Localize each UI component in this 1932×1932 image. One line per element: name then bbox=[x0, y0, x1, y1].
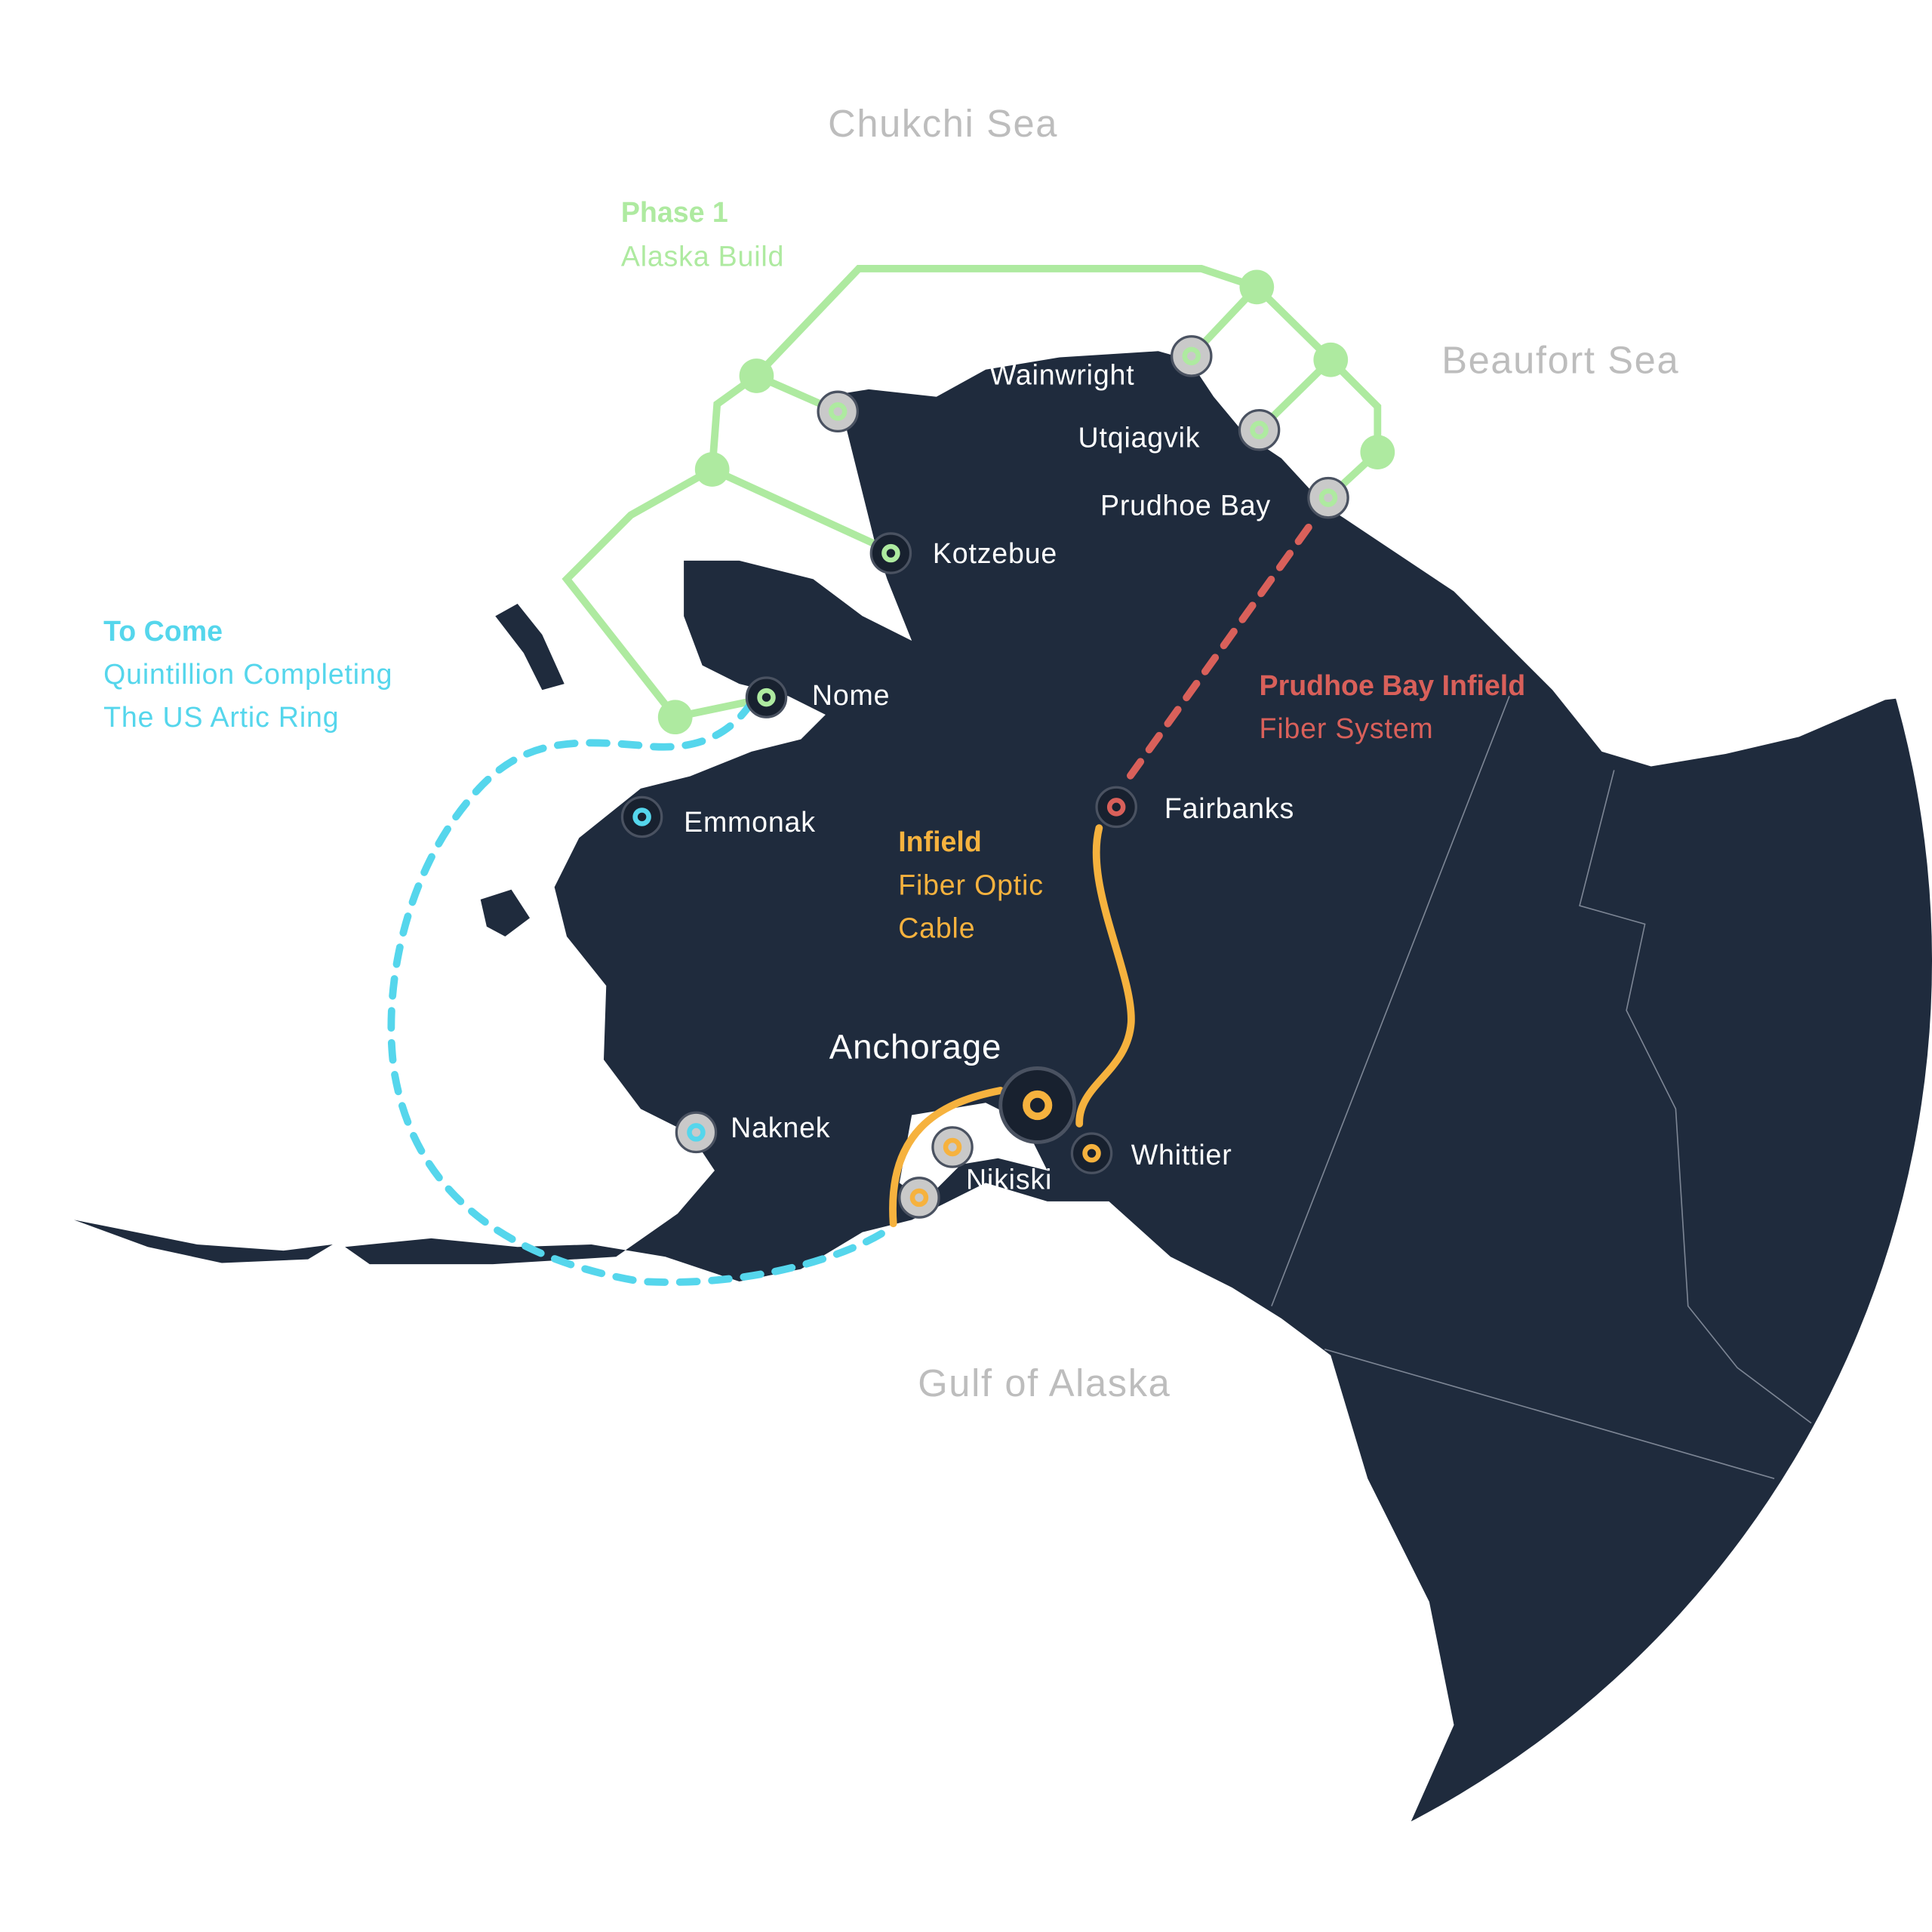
city-marker-anchorage[interactable] bbox=[998, 1066, 1077, 1144]
prudhoe-infield-route bbox=[1123, 523, 1312, 784]
legend-infield-line1: Fiber Optic bbox=[898, 869, 1044, 900]
city-label-nikiski: Nikiski bbox=[966, 1164, 1052, 1195]
city-label-wainwright: Wainwright bbox=[989, 358, 1134, 390]
city-marker-fairbanks[interactable] bbox=[1095, 786, 1137, 829]
city-marker-emmonak[interactable] bbox=[620, 795, 663, 838]
city-marker-kivalina[interactable] bbox=[817, 390, 859, 433]
sea-label-gulf: Gulf of Alaska bbox=[918, 1361, 1171, 1404]
city-label-fairbanks: Fairbanks bbox=[1164, 792, 1294, 824]
city-label-emmonak: Emmonak bbox=[684, 806, 816, 838]
city-label-anchorage: Anchorage bbox=[829, 1027, 1001, 1066]
legend-phase1: Phase 1 Alaska Build bbox=[621, 196, 784, 272]
city-marker-utqiagvik[interactable] bbox=[1238, 409, 1281, 451]
infield-route bbox=[889, 824, 1135, 1228]
city-label-utqiagvik: Utqiagvik bbox=[1078, 422, 1201, 454]
legend-to-come: To Come Quintillion Completing The US Ar… bbox=[103, 615, 392, 733]
city-marker-whittier[interactable] bbox=[1070, 1132, 1113, 1174]
city-marker-naknek[interactable] bbox=[675, 1111, 718, 1154]
city-label-kotzebue: Kotzebue bbox=[933, 537, 1057, 569]
city-marker-wainwright[interactable] bbox=[1171, 335, 1213, 377]
sea-label-chukchi: Chukchi Sea bbox=[828, 102, 1058, 145]
landmass bbox=[24, 351, 1932, 1932]
legend-to-come-title: To Come bbox=[103, 615, 223, 647]
city-marker-kotzebue[interactable] bbox=[869, 532, 912, 574]
city-label-whittier: Whittier bbox=[1131, 1139, 1232, 1171]
legend-to-come-line1: Quintillion Completing bbox=[103, 658, 392, 690]
phase1-junctions bbox=[657, 269, 1395, 735]
city-label-nome: Nome bbox=[812, 679, 890, 711]
city-marker-nikiski[interactable] bbox=[931, 1126, 974, 1168]
legend-prudhoe: Prudhoe Bay Infield Fiber System bbox=[1260, 669, 1526, 744]
sea-label-beaufort: Beaufort Sea bbox=[1441, 339, 1679, 382]
to-come-route bbox=[387, 698, 897, 1286]
city-marker-prudhoe-bay[interactable] bbox=[1307, 476, 1349, 519]
city-marker-homer[interactable] bbox=[898, 1177, 940, 1219]
legend-infield: Infield Fiber Optic Cable bbox=[898, 826, 1044, 943]
legend-infield-title: Infield bbox=[898, 826, 982, 857]
city-label-naknek: Naknek bbox=[731, 1112, 830, 1143]
legend-prudhoe-subtitle: Fiber System bbox=[1260, 712, 1434, 744]
city-label-prudhoe-bay: Prudhoe Bay bbox=[1100, 489, 1271, 521]
city-marker-nome[interactable] bbox=[745, 676, 788, 718]
legend-phase1-title: Phase 1 bbox=[621, 196, 728, 228]
city-label-homer: Homer bbox=[927, 1213, 1015, 1244]
legend-prudhoe-title: Prudhoe Bay Infield bbox=[1260, 669, 1526, 701]
legend-infield-line2: Cable bbox=[898, 912, 975, 943]
legend-to-come-line2: The US Artic Ring bbox=[103, 701, 339, 733]
legend-phase1-subtitle: Alaska Build bbox=[621, 241, 784, 272]
phase1-route bbox=[561, 265, 1382, 721]
